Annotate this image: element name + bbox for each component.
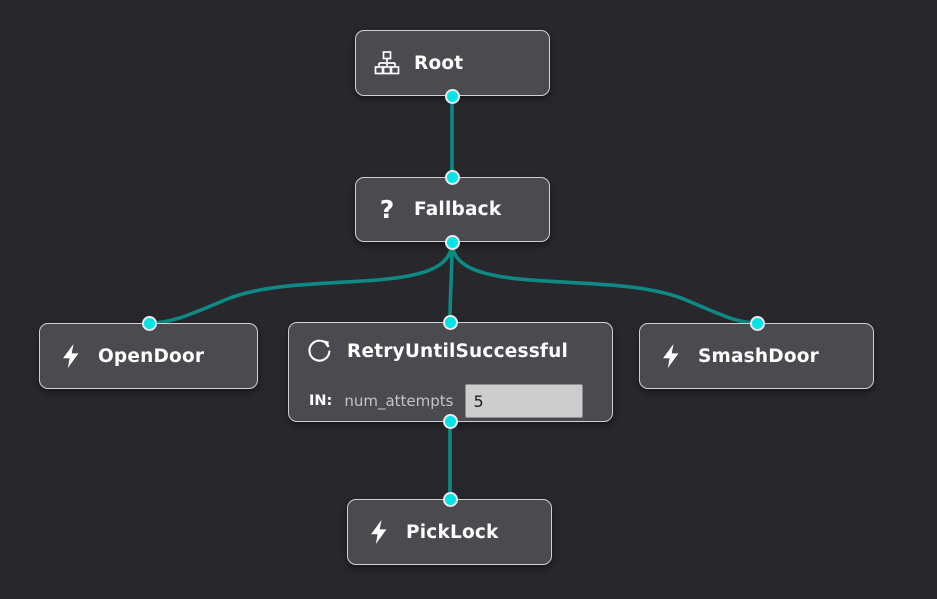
edge-fallback-to-retry [448, 240, 454, 324]
node-fallback-label: Fallback [414, 199, 502, 220]
node-fallback-header: ? Fallback [356, 178, 549, 241]
port-picklock-input[interactable] [442, 491, 458, 507]
svg-text:?: ? [380, 196, 395, 224]
retry-circular-arrow-icon [305, 336, 335, 366]
port-fallback-output[interactable] [444, 234, 460, 250]
edge-fallback-to-opendoor [147, 240, 454, 325]
node-smashdoor-label: SmashDoor [698, 345, 819, 367]
node-root-header: Root [356, 31, 549, 95]
port-fallback-input[interactable] [444, 169, 460, 185]
port-root-output[interactable] [444, 88, 460, 104]
lightning-bolt-icon [656, 341, 686, 371]
port-retry-output[interactable] [442, 413, 458, 429]
node-smashdoor[interactable]: SmashDoor [639, 323, 874, 389]
node-retry-label: RetryUntilSuccessful [347, 340, 569, 362]
node-picklock-header: PickLock [348, 500, 551, 564]
node-fallback[interactable]: ? Fallback [355, 177, 550, 242]
lightning-bolt-icon [364, 517, 394, 547]
node-opendoor-label: OpenDoor [98, 345, 205, 367]
node-picklock[interactable]: PickLock [347, 499, 552, 565]
question-mark-icon: ? [372, 195, 402, 225]
node-retryuntilsuccessful[interactable]: RetryUntilSuccessful IN: num_attempts [288, 322, 613, 422]
node-picklock-label: PickLock [406, 521, 499, 543]
port-key-label: num_attempts [344, 392, 454, 410]
edge-fallback-to-smashdoor [450, 240, 759, 325]
port-direction-label: IN: [309, 393, 333, 409]
node-smashdoor-header: SmashDoor [640, 324, 873, 388]
port-retry-input[interactable] [442, 314, 458, 330]
node-opendoor[interactable]: OpenDoor [39, 323, 258, 389]
sitemap-icon [372, 48, 402, 78]
node-retry-header: RetryUntilSuccessful [289, 323, 612, 379]
num-attempts-input[interactable] [465, 384, 584, 418]
node-root-label: Root [414, 52, 464, 74]
node-root[interactable]: Root [355, 30, 550, 96]
port-row-num-attempts: IN: num_attempts [289, 379, 612, 423]
port-opendoor-input[interactable] [141, 315, 157, 331]
node-opendoor-header: OpenDoor [40, 324, 257, 388]
lightning-bolt-icon [56, 341, 86, 371]
port-smashdoor-input[interactable] [749, 315, 765, 331]
